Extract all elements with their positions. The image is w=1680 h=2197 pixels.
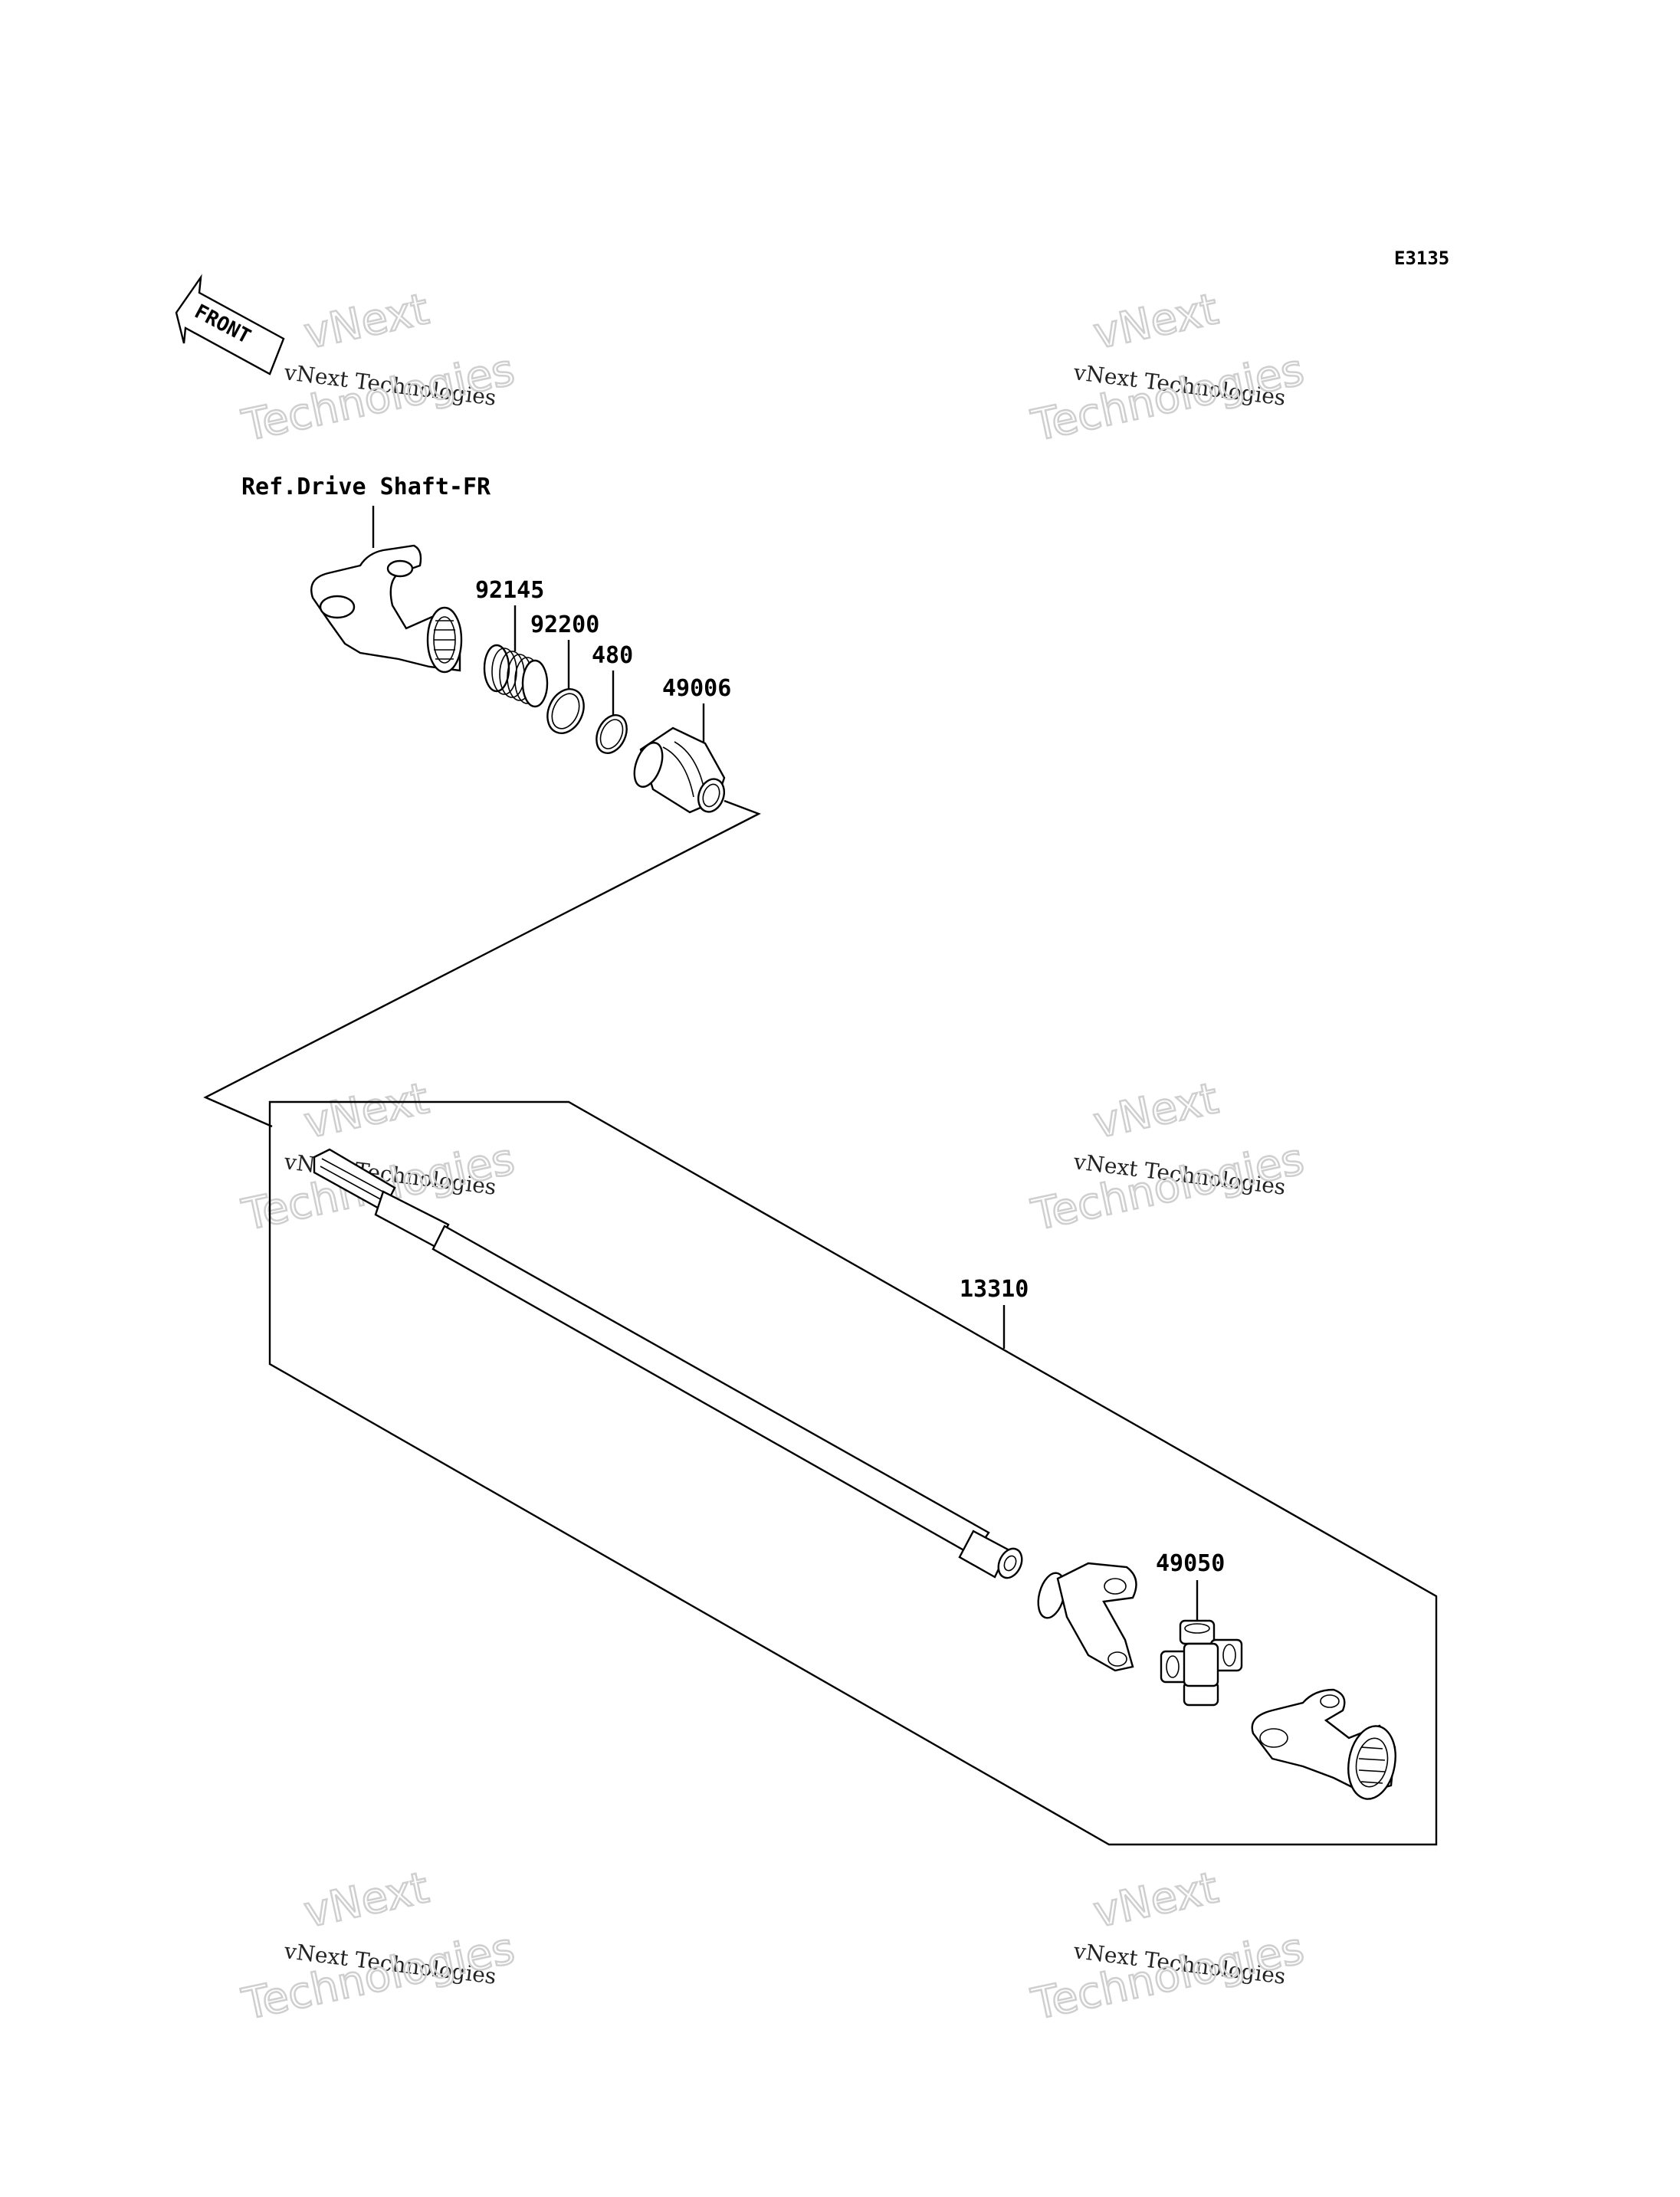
spring-part — [483, 644, 549, 708]
watermark-top-left: vNext vNext Technologies Technologies — [237, 284, 520, 452]
part-number-480: 480 — [592, 642, 633, 669]
part-number-92200: 92200 — [530, 612, 599, 638]
watermark-text: vNext — [1089, 284, 1222, 359]
watermark-text: Technologies — [1027, 1134, 1308, 1241]
watermark-text: vNext — [300, 1863, 433, 1938]
watermark-text: Technologies — [238, 1923, 518, 2030]
diagram-code: E3135 — [1394, 248, 1449, 269]
watermark-bottom-left: vNext vNext Technologies Technologies — [237, 1862, 520, 2031]
watermark-bottom-right: vNext vNext Technologies Technologies — [1026, 1862, 1309, 2031]
universal-joint-cross-part — [1160, 1619, 1243, 1707]
watermark-text: vNext — [300, 1074, 433, 1149]
part-number-13310: 13310 — [960, 1276, 1029, 1303]
watermark-text: vNext — [1089, 1863, 1222, 1938]
front-arrow-icon: FRONT — [175, 274, 285, 375]
connector-line — [203, 799, 761, 1128]
watermark-text: vNext — [300, 284, 433, 359]
ring-part-480 — [596, 714, 628, 754]
part-number-49050: 49050 — [1156, 1550, 1225, 1577]
ring-part-92200 — [546, 688, 585, 734]
boot-part — [633, 726, 726, 814]
watermark-text: Technologies — [1027, 1923, 1308, 2030]
yoke-part-rear — [1251, 1688, 1396, 1800]
watermark-top-right: vNext vNext Technologies Technologies — [1026, 284, 1309, 452]
watermark-mid-right: vNext vNext Technologies Technologies — [1026, 1073, 1309, 1241]
reference-label: Ref.Drive Shaft-FR — [241, 474, 491, 500]
drive-shaft-part — [313, 1148, 1023, 1579]
watermark-text: Technologies — [238, 345, 518, 451]
part-number-49006: 49006 — [662, 675, 731, 702]
yoke-part — [310, 544, 463, 674]
watermark-text: Technologies — [1027, 345, 1308, 451]
part-number-92145: 92145 — [475, 577, 544, 604]
yoke-part-middle — [1037, 1562, 1137, 1672]
assembly-bracket — [268, 1100, 1438, 1846]
watermark-text: vNext — [1089, 1074, 1222, 1149]
